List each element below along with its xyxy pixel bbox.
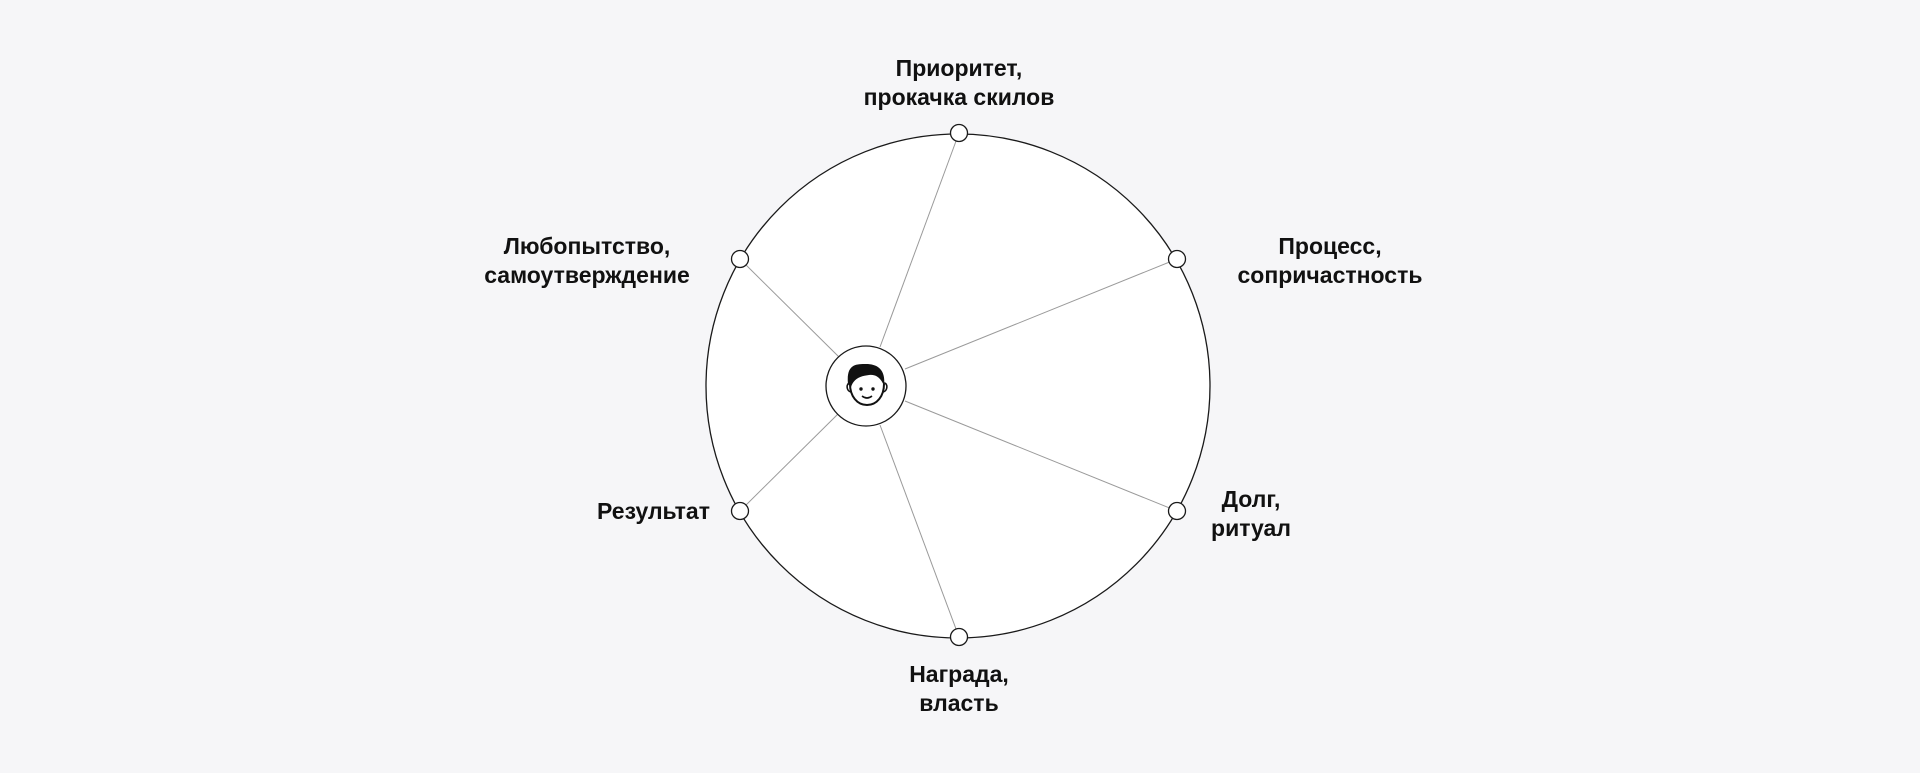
spoke-lower-right [904,400,1178,512]
label-result: Результат [560,497,710,526]
spoke-bottom [879,424,960,638]
spoke-upper-right [904,258,1178,370]
node-dot-upper-right [1167,249,1187,269]
spoke-top [879,132,960,348]
label-line: прокачка скилов [863,84,1055,110]
label-duty: Долг, ритуал [1196,485,1306,543]
spoke-lower-left [739,412,840,512]
label-reward: Награда, власть [884,660,1034,718]
label-line: самоутверждение [484,262,690,288]
label-line: Долг, [1221,486,1281,512]
label-line: Приоритет, [895,55,1023,81]
label-curiosity: Любопытство, самоутверждение [466,232,708,290]
label-line: Награда, [909,661,1009,687]
node-dot-lower-right [1167,501,1187,521]
label-priority: Приоритет, прокачка скилов [838,54,1080,112]
label-line: ритуал [1211,515,1291,541]
label-line: Любопытство, [503,233,671,259]
label-line: сопричастность [1237,262,1423,288]
spoke-upper-left [739,258,840,358]
label-process: Процесс, сопричастность [1219,232,1441,290]
outer-circle [705,133,1211,639]
node-dot-lower-left [730,501,750,521]
node-dot-top [949,123,969,143]
node-dot-bottom [949,627,969,647]
label-line: Процесс, [1278,233,1382,259]
label-line: власть [919,690,999,716]
person-face-icon [825,345,907,427]
node-dot-upper-left [730,249,750,269]
label-line: Результат [597,498,710,524]
